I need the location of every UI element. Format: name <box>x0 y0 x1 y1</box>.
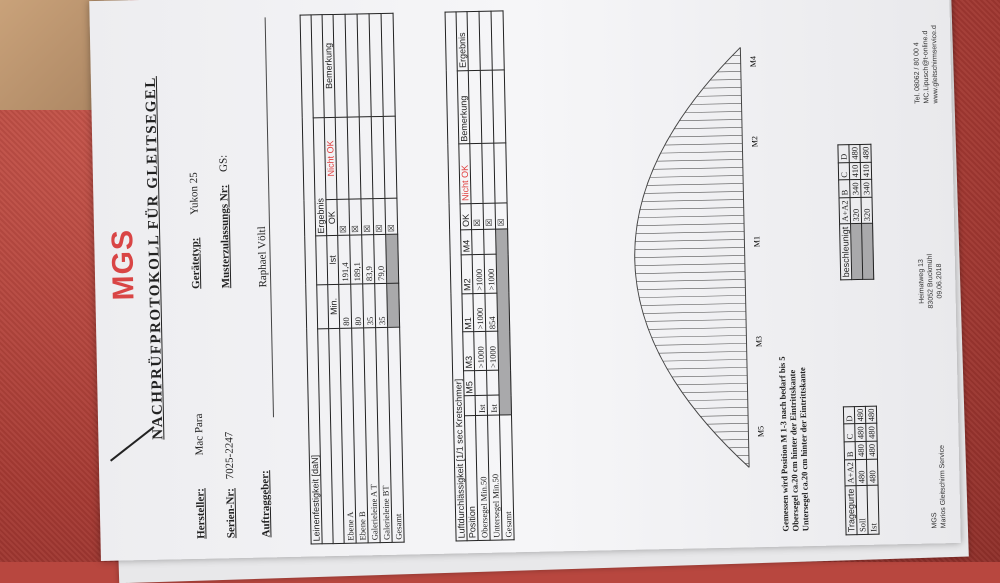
leinen-ok-header: OK <box>326 199 338 235</box>
profile-hatch-line <box>641 303 746 305</box>
footer-middle: Heimatweg 13 83052 Bruckmühl 09.06.2018 <box>917 254 945 309</box>
profile-hatch-line <box>679 119 741 120</box>
wing-profile-curve <box>630 47 749 469</box>
profile-hatch-line <box>639 295 745 297</box>
table-row: Ist 480 480 480 480 <box>865 406 879 534</box>
profile-hatch-line <box>652 335 747 337</box>
profile-hatch-line <box>646 319 746 321</box>
profile-hatch-line <box>685 111 742 112</box>
profile-hatch-line <box>659 351 747 353</box>
muster-label: Musterzulassungs Nr: <box>218 185 232 289</box>
profile-hatch-line <box>653 167 743 169</box>
profile-hatch-line <box>669 135 742 137</box>
profile-label-m2: M2 <box>750 136 759 147</box>
geraetetyp-label: Gerätetyp: <box>189 237 202 289</box>
serien-field: Serien-Nr: 7025-2247 <box>221 308 238 538</box>
profile-hatch-line <box>677 383 747 384</box>
leinen-min-header: Min. <box>328 284 340 328</box>
profile-hatch-line <box>694 407 748 408</box>
footer-right: Tel. 08062 / 80 00 4 MC.Lipusch@t-online… <box>912 25 941 104</box>
auftraggeber-label: Auftraggeber: <box>259 470 272 537</box>
notes: Gemessen wird Position M 1-3 nach bedarf… <box>777 356 811 532</box>
profile-hatch-line <box>640 207 744 209</box>
profile-hatch-line <box>635 255 745 257</box>
wing-profile-drawing: M5 M3 M1 M2 M4 <box>560 37 769 481</box>
luftdurchlaessigkeit-table: Luftdurchlässigkeit [1/1 sec Kretschmer]… <box>445 10 515 541</box>
muster-field: Musterzulassungs Nr: GS: <box>215 28 232 288</box>
profile-hatch-line <box>636 271 745 273</box>
profile-label-m4: M4 <box>749 56 758 67</box>
profile-hatch-line <box>714 431 748 432</box>
profile-hatch-line <box>657 159 743 161</box>
profile-hatch-line <box>688 399 748 400</box>
hersteller-field: Hersteller: Mac Para <box>191 309 208 539</box>
checkbox-icon: ☒ <box>495 203 508 229</box>
tragegurte-title: Tragegurte <box>845 486 857 535</box>
profile-hatch-line <box>661 151 743 153</box>
profile-hatch-line <box>674 127 742 128</box>
profile-hatch-line <box>682 391 747 392</box>
leinenfestigkeit-table: Leinenfestigkeit [daN] Ergebnis Min. Ist… <box>300 13 405 545</box>
profile-hatch-line <box>635 263 745 265</box>
profile-hatch-line <box>691 103 742 104</box>
serien-value: 7025-2247 <box>223 432 236 480</box>
checkbox-icon: ☒ <box>361 199 374 235</box>
auftraggeber-value: Raphael Völtl <box>256 226 269 287</box>
profile-hatch-line <box>650 175 743 177</box>
checkbox-icon: ☒ <box>373 198 386 234</box>
profile-label-m3: M3 <box>754 336 763 347</box>
document-content: MGS NACHPRÜFPROTOKOLL FÜR GLEITSEGEL Her… <box>89 0 961 561</box>
profile-hatch-line <box>636 231 744 233</box>
hersteller-value: Mac Para <box>193 413 206 455</box>
profile-label-m5: M5 <box>756 426 765 437</box>
profile-hatch-line <box>642 199 744 201</box>
checkbox-icon: ☒ <box>471 203 484 229</box>
profile-hatch-line <box>635 247 745 249</box>
profile-hatch-line <box>700 415 748 416</box>
checkbox-icon: ☒ <box>483 203 496 229</box>
beschleunigt-table: beschleunigt A+A2 B C D 320 340 410 480 … <box>837 144 874 281</box>
geraetetyp-value: Yukon 25 <box>188 172 201 215</box>
auftraggeber-field: Auftraggeber: <box>256 307 273 537</box>
profile-hatch-line <box>710 79 741 80</box>
luft-ok-header: OK <box>460 203 472 229</box>
profile-hatch-line <box>707 423 748 424</box>
profile-hatch-line <box>647 183 743 185</box>
profile-hatch-line <box>721 439 748 440</box>
profile-hatch-line <box>648 327 746 329</box>
profile-hatch-line <box>644 191 743 193</box>
profile-hatch-line <box>643 311 746 313</box>
profile-hatch-line <box>672 375 747 377</box>
profile-label-m1: M1 <box>752 236 761 247</box>
profile-hatch-line <box>638 215 744 217</box>
serien-label: Serien-Nr: <box>224 488 237 538</box>
profile-hatch-line <box>697 95 742 96</box>
profile-hatch-line <box>636 279 745 281</box>
profile-baseline <box>740 47 749 467</box>
profile-hatch-line <box>638 287 746 289</box>
profile-hatch-line <box>667 367 747 369</box>
profile-hatch-line <box>703 87 741 88</box>
mgs-logo: MGS <box>106 229 141 301</box>
checkbox-icon: ☒ <box>337 199 350 235</box>
footer-left: MGS Marios Gleitschirm Service <box>929 445 949 529</box>
muster-value: GS: <box>217 155 229 172</box>
checkbox-icon: ☒ <box>385 198 398 234</box>
profile-hatch-line <box>655 343 747 345</box>
table-row: 320 340 410 480 <box>860 144 874 279</box>
profile-hatch-line <box>663 359 747 361</box>
document-title: NACHPRÜFPROTOKOLL FÜR GLEITSEGEL <box>143 76 168 440</box>
profile-hatch-line <box>635 239 744 241</box>
profile-hatch-line <box>637 223 744 225</box>
geraetetyp-field: Gerätetyp: Yukon 25 <box>185 29 202 289</box>
hersteller-label: Hersteller: <box>194 488 207 539</box>
tragegurte-table: Tragegurte A+A2 B C D Soll 480 480 480 4… <box>843 405 880 535</box>
profile-hatch-line <box>665 143 743 145</box>
inspection-document: MGS NACHPRÜFPROTOKOLL FÜR GLEITSEGEL Her… <box>89 0 961 561</box>
beschleunigt-title: beschleunigt <box>840 224 852 280</box>
checkbox-icon: ☒ <box>349 199 362 235</box>
